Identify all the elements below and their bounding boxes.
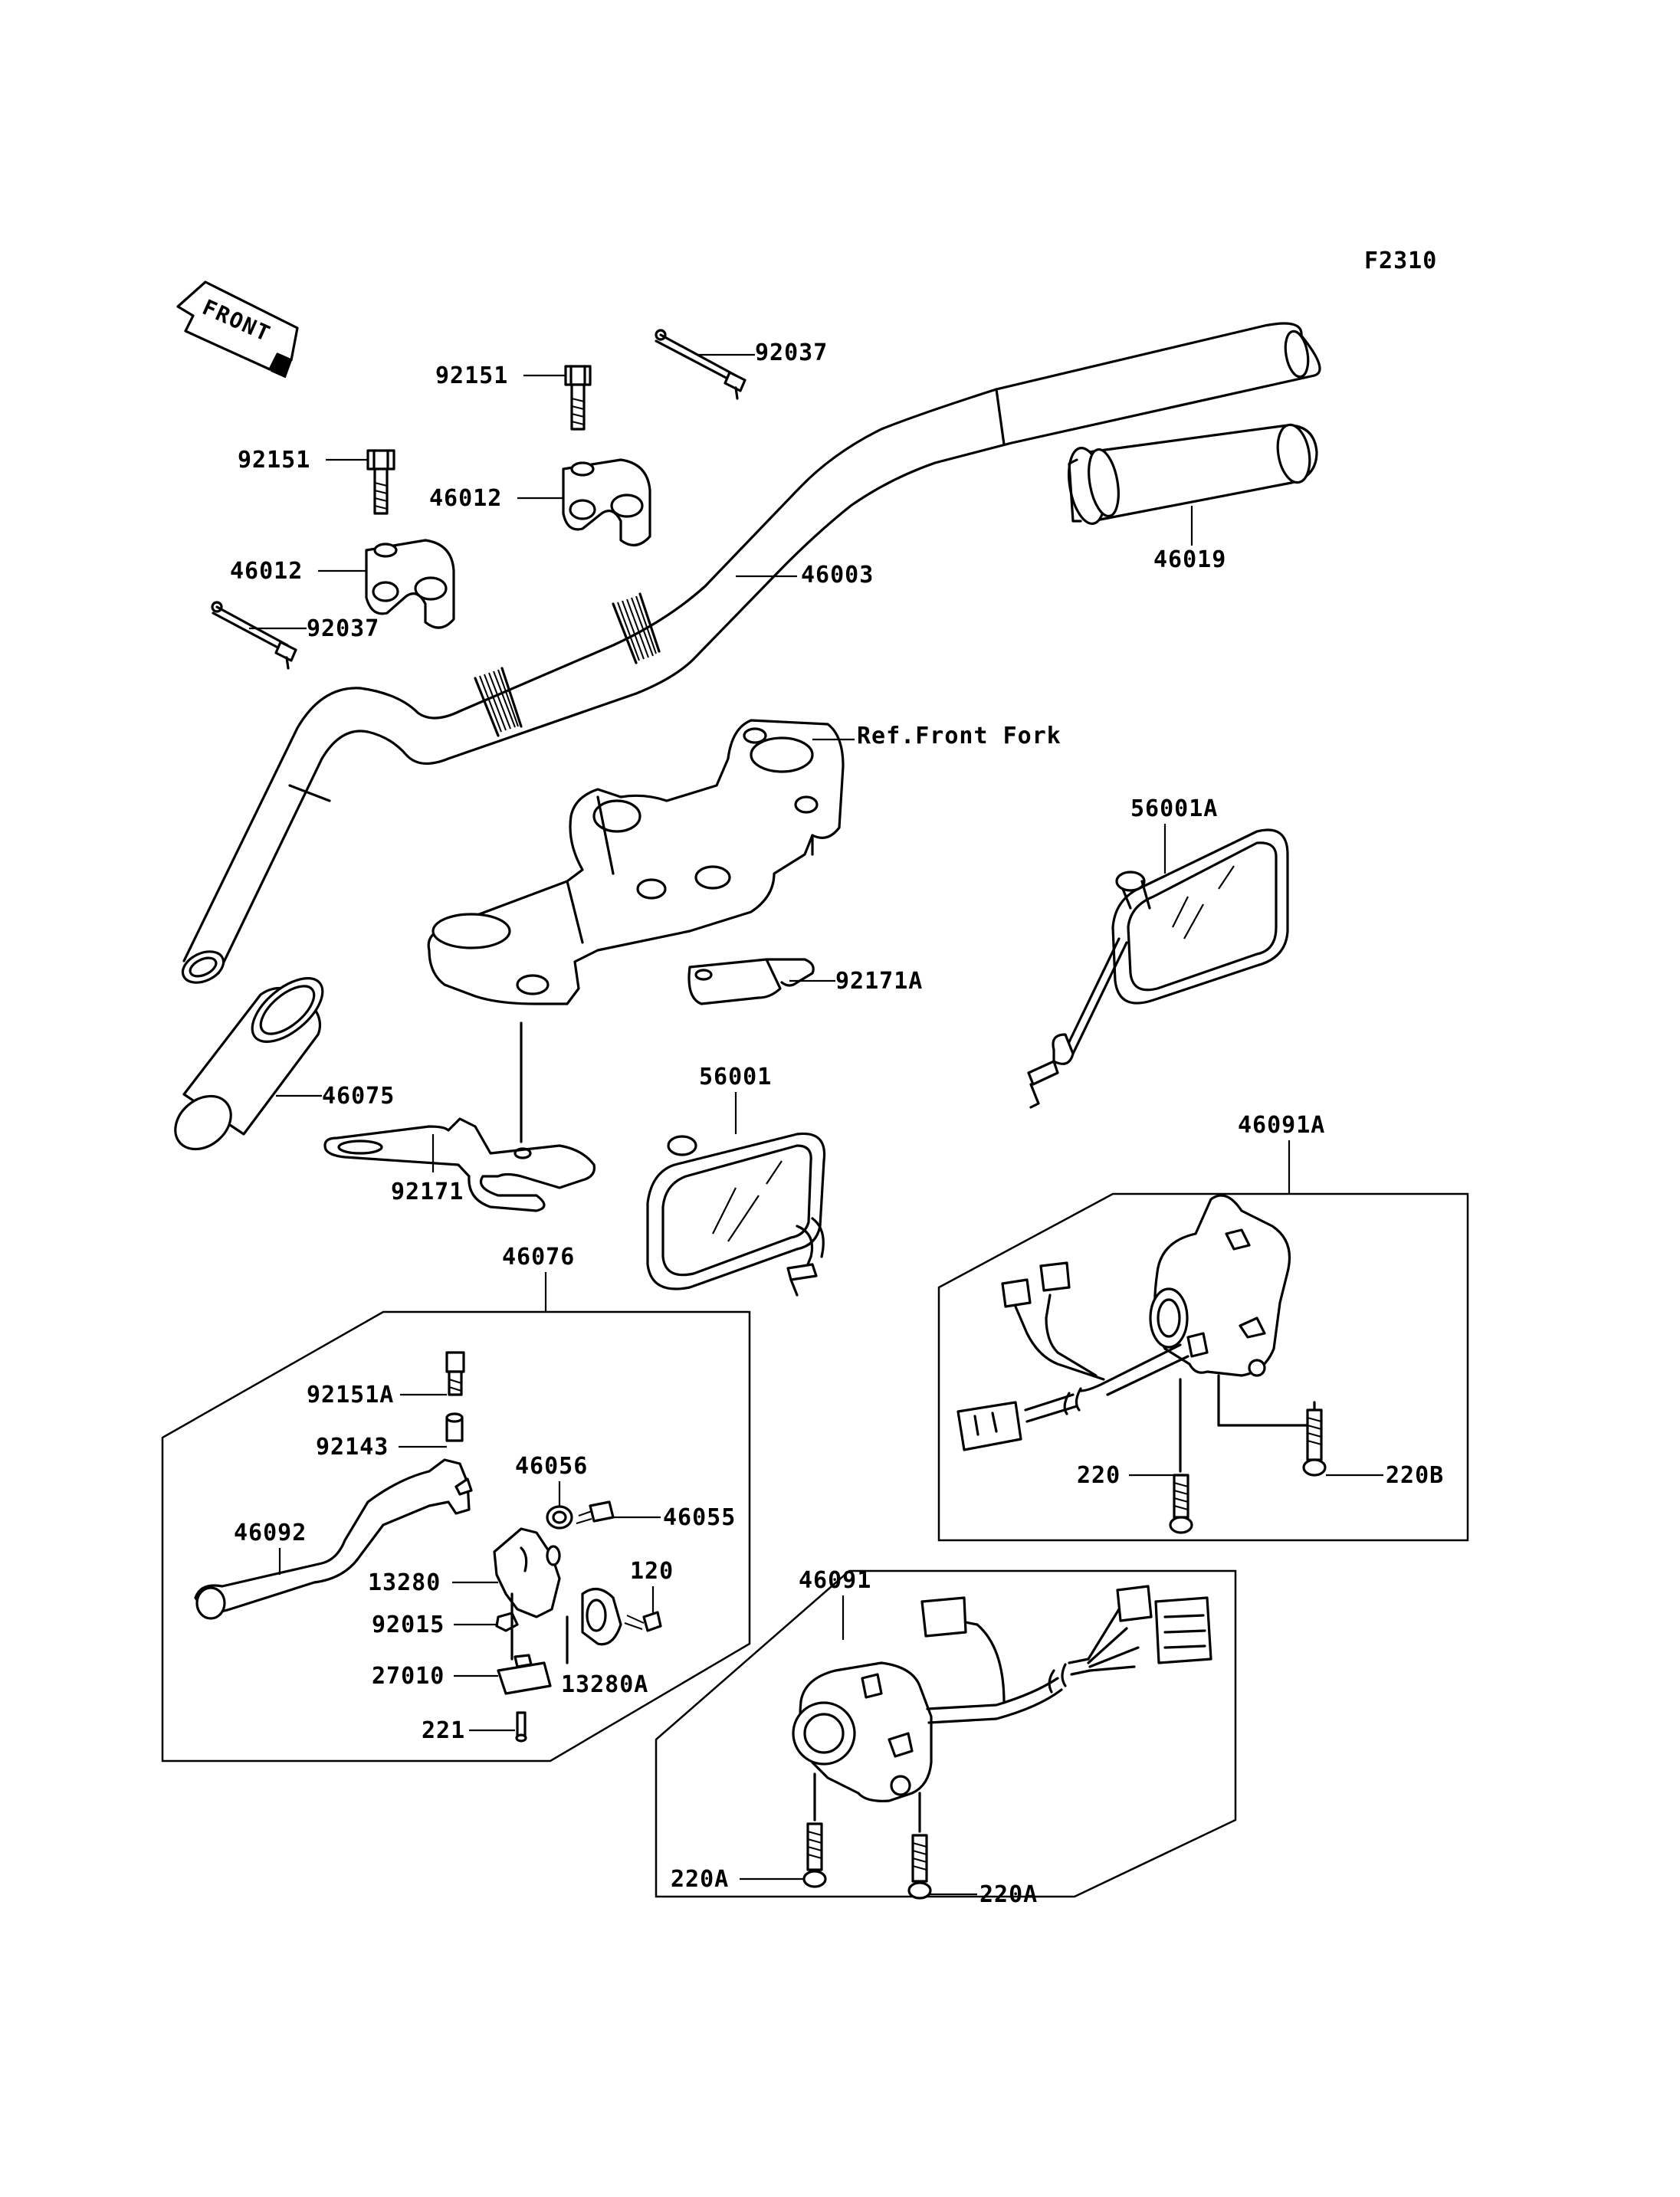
label-46075: 46075 — [322, 1083, 395, 1110]
figure-code: F2310 — [1364, 248, 1437, 274]
mirror-56001A — [1027, 828, 1289, 1109]
label-220B: 220B — [1386, 1462, 1444, 1489]
box-46076 — [161, 1310, 751, 1763]
front-arrow-icon: FRONT — [176, 280, 299, 379]
clip-92037-left — [211, 601, 297, 670]
label-13280A: 13280A — [561, 1671, 648, 1698]
grip-46019-right — [1068, 423, 1318, 525]
label-220A-left: 220A — [671, 1866, 729, 1893]
box-46091A — [937, 1192, 1469, 1542]
label-46091A: 46091A — [1238, 1112, 1325, 1139]
switch-46091 — [792, 1585, 1212, 1900]
label-92015: 92015 — [372, 1612, 445, 1638]
label-46092: 46092 — [234, 1520, 307, 1546]
label-46003: 46003 — [801, 562, 874, 589]
label-220: 220 — [1077, 1462, 1121, 1489]
grip-46075-left — [174, 977, 324, 1151]
bolt-92151-upper — [564, 365, 592, 431]
switch-46091A — [956, 1194, 1327, 1534]
label-220A-right: 220A — [979, 1881, 1038, 1908]
label-ref-front-fork: Ref.Front Fork — [857, 723, 1061, 749]
label-56001A: 56001A — [1130, 795, 1218, 822]
lever-assembly-46076 — [194, 1351, 662, 1743]
stay-92171 — [323, 1021, 596, 1212]
label-92151-b: 92151 — [435, 362, 508, 389]
handlebar-part — [181, 322, 1321, 984]
clip-92037-top — [655, 329, 746, 400]
mirror-56001 — [646, 1132, 826, 1297]
label-46055: 46055 — [663, 1504, 736, 1531]
label-92151-a: 92151 — [238, 447, 310, 474]
knurl-band-left — [474, 667, 523, 737]
label-92143: 92143 — [316, 1434, 389, 1461]
label-46012-a: 46012 — [230, 558, 303, 585]
box-46091 — [655, 1569, 1237, 1898]
label-13280: 13280 — [368, 1569, 441, 1596]
holder-46012-lower — [365, 539, 455, 629]
top-bracket-part — [427, 719, 845, 1005]
label-46091: 46091 — [799, 1567, 871, 1594]
label-120: 120 — [630, 1558, 674, 1585]
label-46076: 46076 — [502, 1244, 575, 1271]
knurl-band-right — [612, 592, 661, 664]
label-46056: 46056 — [515, 1453, 588, 1480]
label-46012-b: 46012 — [429, 485, 502, 512]
holder-46012-upper — [562, 458, 651, 546]
label-92151A: 92151A — [307, 1382, 394, 1408]
label-92037-left: 92037 — [307, 615, 379, 642]
bolt-92151-lower — [366, 449, 395, 515]
label-92171A: 92171A — [835, 968, 923, 995]
label-92037-top: 92037 — [755, 339, 828, 366]
stay-92171A — [687, 958, 815, 1005]
label-46019: 46019 — [1153, 546, 1226, 573]
label-27010: 27010 — [372, 1663, 445, 1690]
label-92171: 92171 — [391, 1179, 464, 1205]
label-56001: 56001 — [699, 1064, 772, 1090]
label-221: 221 — [422, 1717, 465, 1744]
